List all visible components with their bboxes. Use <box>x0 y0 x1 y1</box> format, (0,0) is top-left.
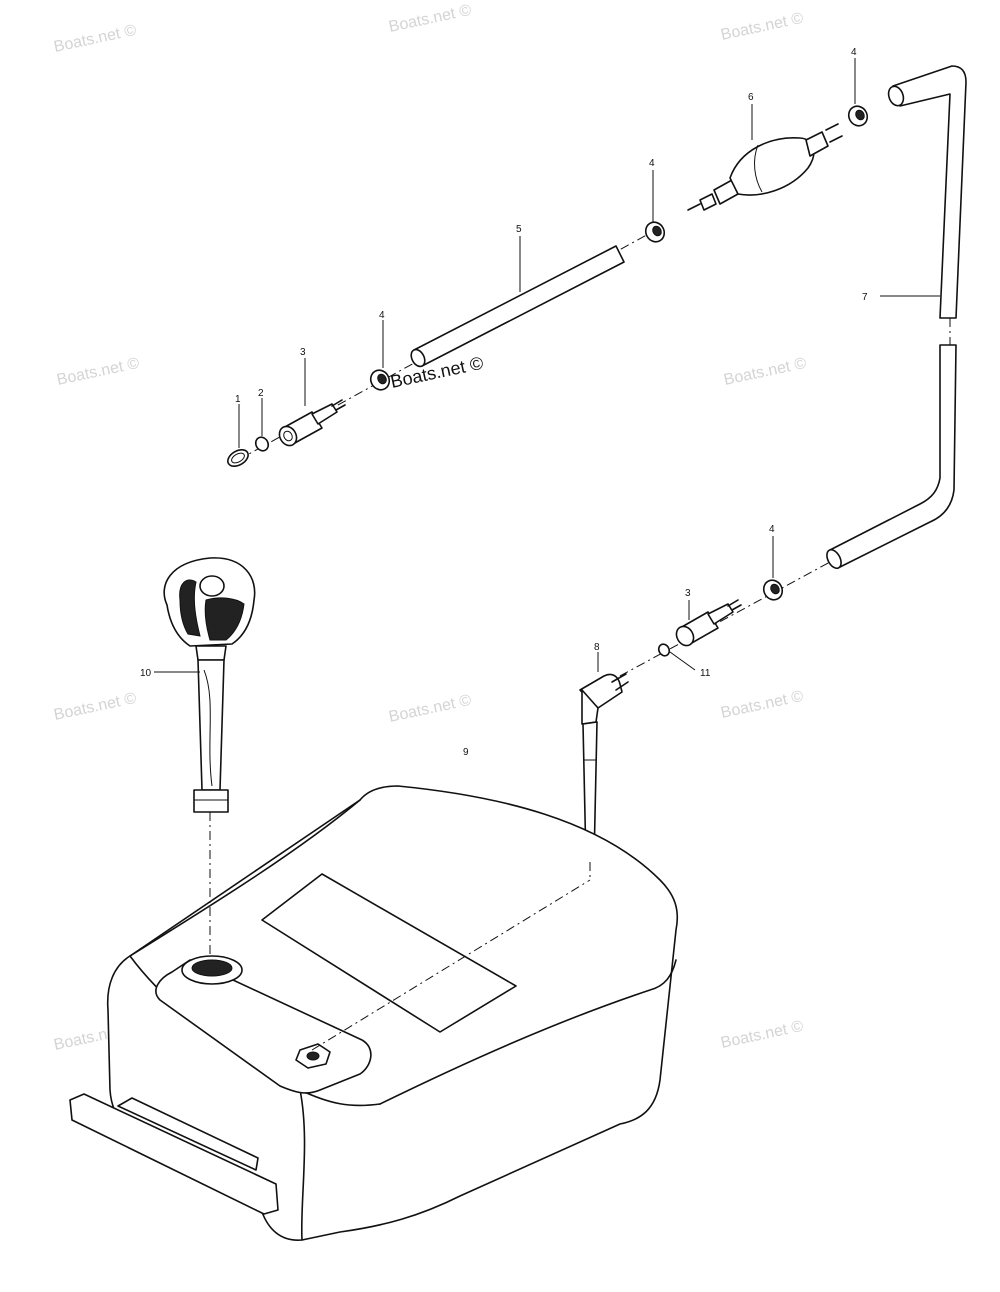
callout-11: 11 <box>700 668 711 679</box>
part-4-clamp-b <box>644 221 666 243</box>
watermark: Boats.net © <box>52 690 138 724</box>
callout-4-clamp-c: 4 <box>851 47 857 58</box>
callout-4-clamp-b: 4 <box>649 158 655 169</box>
callout-6: 6 <box>748 92 754 103</box>
callout-10: 10 <box>140 668 152 679</box>
part-9-fuel-tank <box>69 785 679 1241</box>
watermark: Boats.net © <box>719 1018 805 1052</box>
callout-labels: 1 2 3 4 5 4 6 4 7 4 3 8 11 10 9 <box>140 47 868 758</box>
callout-8: 8 <box>594 642 600 653</box>
watermark: Boats.net © <box>722 355 808 389</box>
callout-4-clamp-a: 4 <box>379 310 385 321</box>
part-3-connector-lower <box>675 599 742 647</box>
part-2-seal <box>254 436 270 452</box>
part-4-clamp-a <box>369 369 391 391</box>
part-4-clamp-d <box>762 579 784 601</box>
callout-3-upper: 3 <box>300 347 306 358</box>
callout-leaders <box>154 58 940 673</box>
callout-2: 2 <box>258 388 264 399</box>
callout-5: 5 <box>516 224 522 235</box>
watermark: Boats.net © <box>387 2 473 36</box>
callout-3-lower: 3 <box>685 588 691 599</box>
watermark: Boats.net © <box>52 22 138 56</box>
part-10-fuel-gauge <box>163 557 256 813</box>
part-3-connector-upper <box>278 399 346 447</box>
part-5-hose <box>410 245 625 368</box>
part-11-o-ring <box>657 643 671 657</box>
watermark: Boats.net © <box>55 355 141 389</box>
part-1-o-ring <box>227 449 249 467</box>
lower-centerline <box>619 561 831 677</box>
callout-9: 9 <box>463 747 469 758</box>
callout-4-clamp-d: 4 <box>769 524 775 535</box>
part-4-clamp-c <box>847 105 869 127</box>
watermark: Boats.net © <box>719 688 805 722</box>
part-7-fuel-hose <box>826 65 967 570</box>
callout-7: 7 <box>862 292 868 303</box>
watermark: Boats.net © <box>387 692 473 726</box>
part-8-elbow-fitting <box>579 673 629 863</box>
part-6-primer-bulb <box>687 123 843 211</box>
watermark: Boats.net © <box>719 10 805 44</box>
diagonal-install-line <box>311 879 591 1051</box>
callout-1: 1 <box>235 394 241 405</box>
